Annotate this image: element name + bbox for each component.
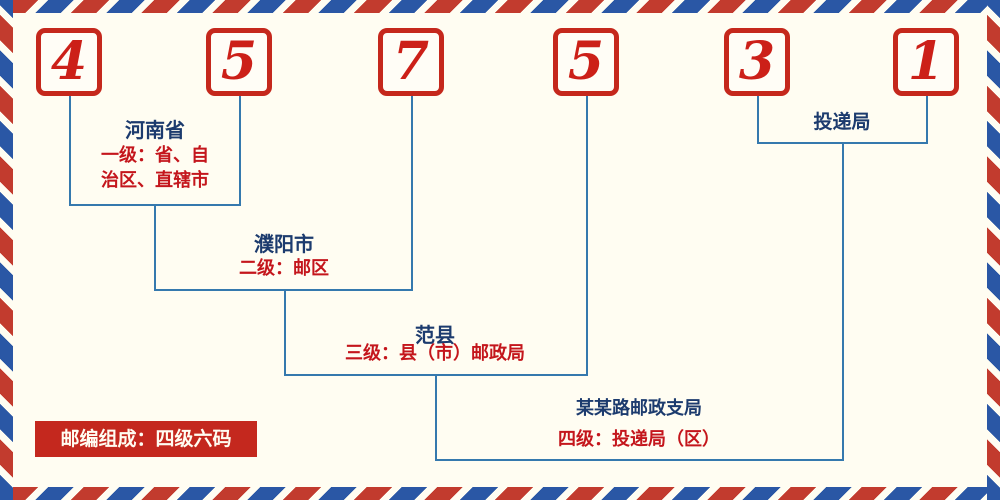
county-name-label: 范县	[415, 323, 455, 347]
airmail-border-top	[13, 0, 987, 13]
composition-badge: 邮编组成：四级六码	[35, 421, 257, 457]
province-level-line1: 一级：省、自	[101, 145, 209, 166]
connector-line	[757, 142, 928, 144]
airmail-border-bottom	[13, 487, 987, 500]
digit-box-1: 4	[36, 28, 102, 96]
digit-box-5: 3	[724, 28, 790, 96]
connector-line	[926, 96, 928, 144]
branch-level-label: 四级：投递局（区）	[558, 429, 720, 450]
connector-line	[284, 290, 286, 376]
connector-line	[239, 96, 241, 206]
digit-6: 1	[907, 31, 945, 92]
connector-line	[435, 375, 437, 461]
county-level-label: 三级：县（市）邮政局	[345, 343, 525, 364]
airmail-border-right	[987, 0, 1000, 500]
digit-3: 7	[392, 31, 430, 92]
digit-box-4: 5	[553, 28, 619, 96]
connector-line	[757, 96, 759, 144]
district-name-label: 濮阳市	[254, 232, 314, 256]
airmail-border-left	[0, 0, 13, 500]
province-name-label: 河南省	[125, 118, 185, 142]
connector-line	[586, 96, 588, 376]
digit-5: 3	[738, 31, 776, 92]
branch-name-label: 某某路邮政支局	[576, 398, 702, 419]
connector-line	[154, 289, 413, 291]
connector-line	[842, 143, 844, 461]
delivery-bureau-label: 投递局	[813, 111, 871, 133]
digit-box-6: 1	[893, 28, 959, 96]
digit-4: 5	[567, 31, 605, 92]
connector-line	[435, 459, 844, 461]
province-level-line2: 治区、直辖市	[101, 170, 209, 191]
connector-line	[154, 205, 156, 291]
digit-box-2: 5	[206, 28, 272, 96]
province-level-label: 一级：省、自 治区、直辖市	[75, 143, 235, 193]
district-level-label: 二级：邮区	[239, 258, 329, 279]
digit-box-3: 7	[378, 28, 444, 96]
connector-line	[411, 96, 413, 291]
digit-2: 5	[220, 31, 258, 92]
connector-line	[69, 96, 71, 206]
digit-1: 4	[50, 31, 88, 92]
